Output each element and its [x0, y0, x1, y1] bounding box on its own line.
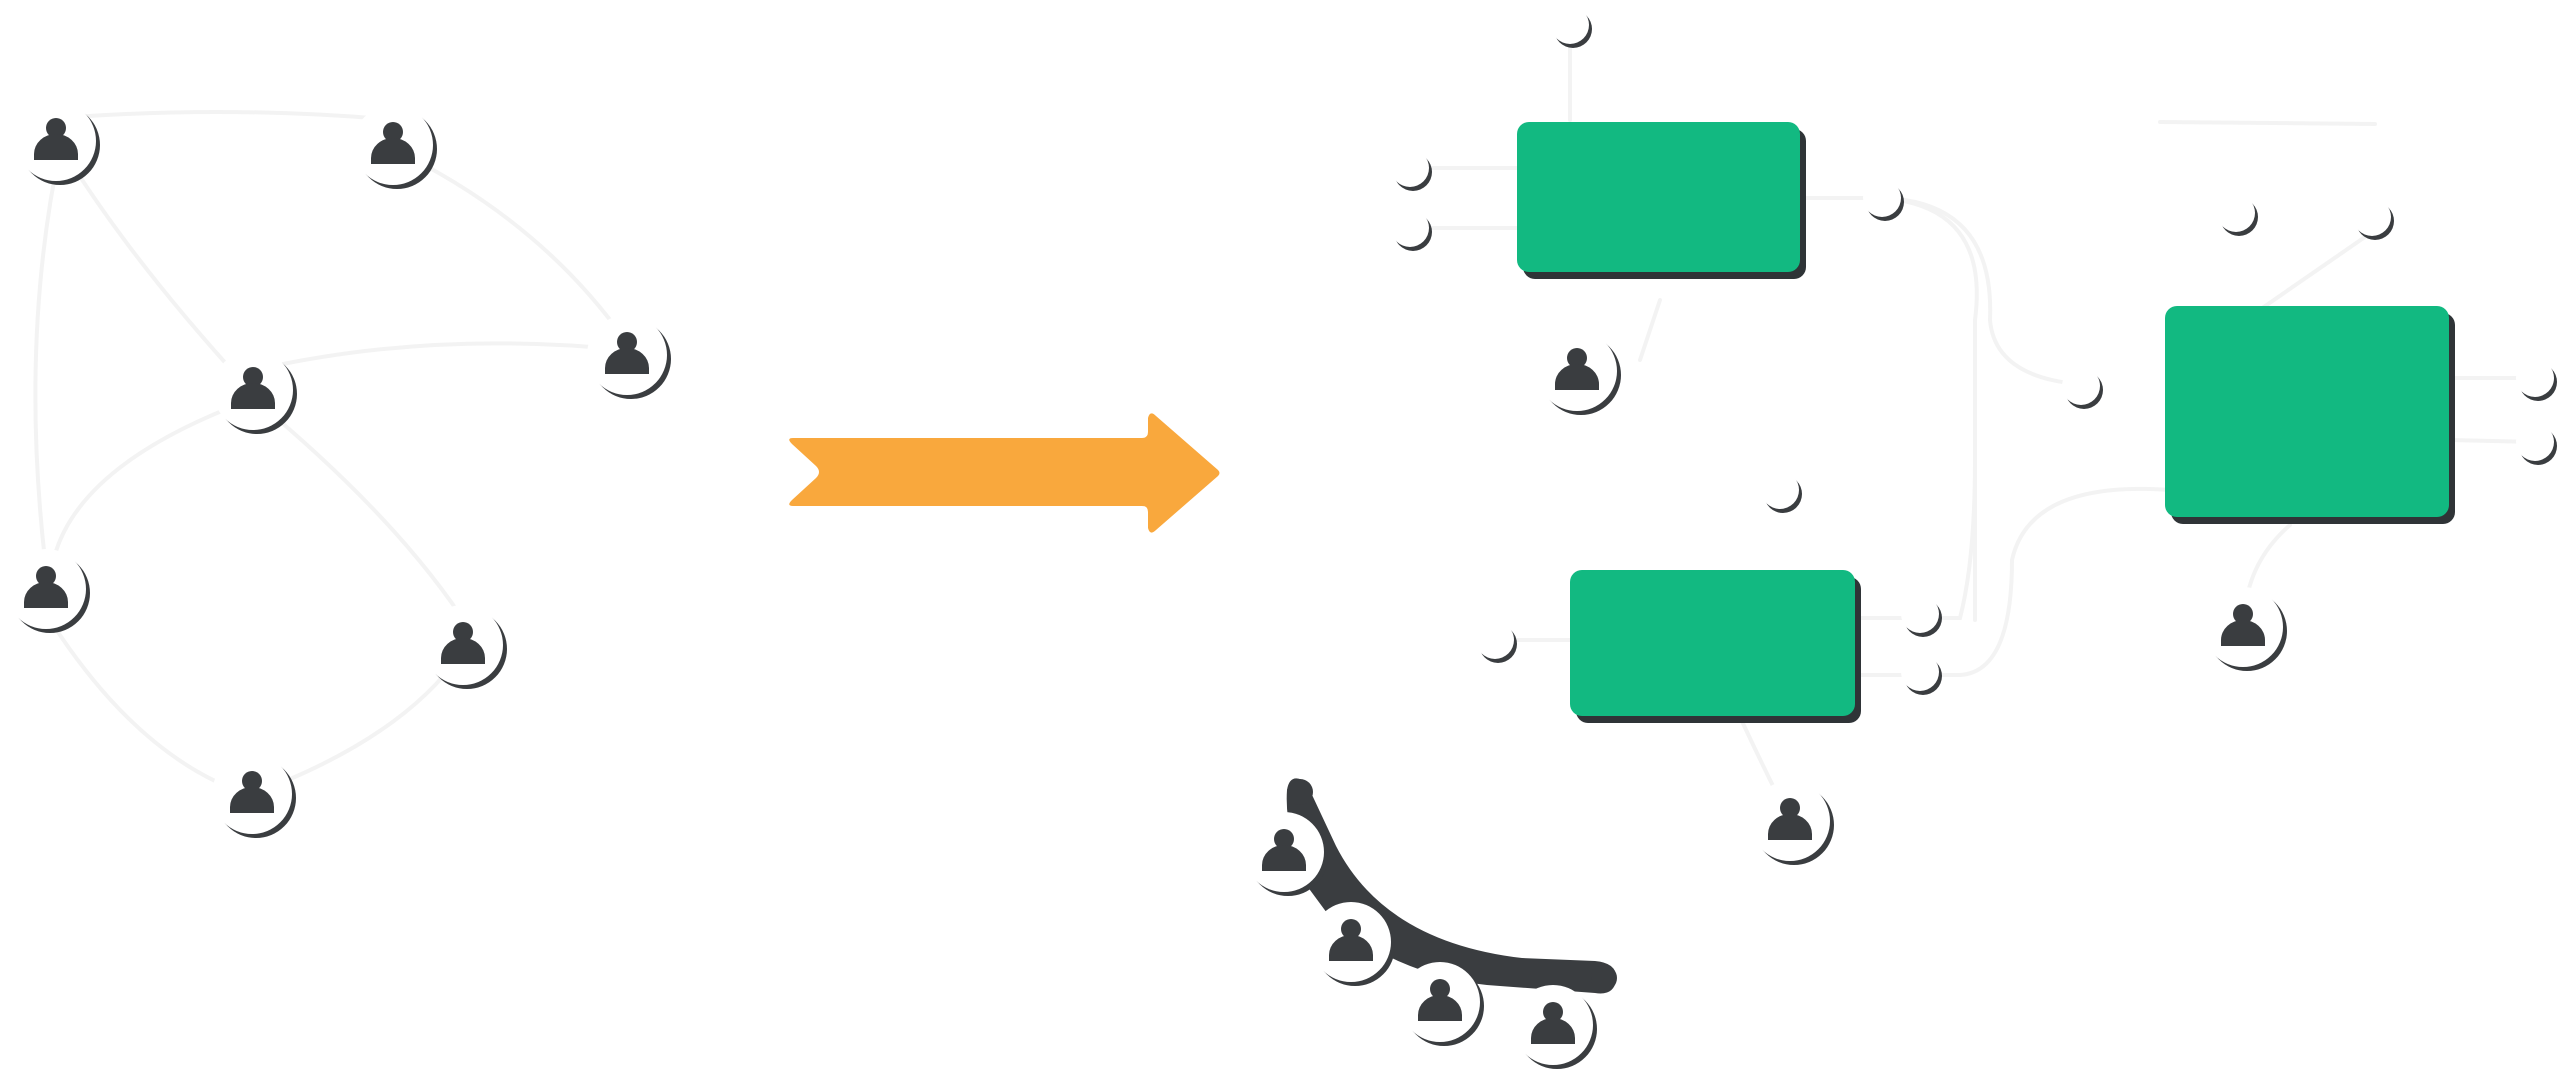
person-node [1311, 902, 1395, 986]
connector-dot [2353, 198, 2394, 240]
person-icon [1329, 919, 1373, 961]
person-icon [371, 122, 415, 164]
connection-line [253, 341, 627, 372]
person-icon [1418, 979, 1462, 1021]
connector-dot [1476, 621, 1517, 663]
person-icon [1262, 829, 1306, 871]
person-icon [1555, 348, 1599, 390]
connector-dot [1391, 209, 1432, 251]
person-node [1400, 962, 1484, 1046]
connection-line [253, 398, 472, 632]
cluster-box-bottom [1570, 570, 1861, 723]
connection-line [48, 618, 252, 797]
connection-line [1798, 196, 2092, 387]
person-icon [441, 622, 485, 664]
person-node [1244, 812, 1328, 896]
person-icon [24, 566, 68, 608]
person-node [423, 605, 507, 689]
connector-dot [1901, 595, 1942, 637]
person-icon [1768, 798, 1812, 840]
connection-line [33, 148, 62, 562]
person-node [1750, 781, 1834, 865]
person-node [1537, 331, 1621, 415]
connector-dot [2062, 367, 2103, 409]
tree-branch-end [1287, 779, 1313, 805]
connection-line [1853, 486, 2172, 677]
cluster-box-body [1570, 570, 1855, 716]
person-node [353, 105, 437, 189]
connection-line [48, 398, 252, 582]
tree-branch-end [1591, 965, 1617, 991]
person-node [2203, 587, 2287, 671]
connector-dot [2516, 359, 2557, 401]
connector-dot [1901, 653, 1942, 695]
person-icon [230, 771, 274, 813]
connection-line [1798, 196, 1979, 622]
connector-dot-layer [1391, 6, 2557, 695]
connection-line [58, 109, 397, 122]
person-node-layer [6, 101, 2287, 1069]
connection-line [2158, 120, 2377, 126]
person-node [213, 350, 297, 434]
connection-line [58, 143, 252, 392]
cluster-layer [1517, 122, 2455, 723]
cluster-box-body [1517, 122, 1800, 272]
right-arrow-icon [789, 413, 1220, 533]
connection-line [1853, 458, 1977, 620]
connector-dot [2217, 194, 2258, 236]
connector-dot [2516, 423, 2557, 465]
person-icon [231, 367, 275, 409]
connection-line [1638, 298, 1662, 362]
person-node [1513, 985, 1597, 1069]
arrow-layer [789, 413, 1220, 533]
cluster-box-top [1517, 122, 1806, 279]
connector-dot [1863, 179, 1904, 221]
cluster-box-right [2165, 306, 2455, 524]
person-icon [34, 118, 78, 160]
person-node [16, 101, 100, 185]
cluster-box-body [2165, 306, 2449, 517]
connection-line [393, 148, 627, 342]
person-node [212, 754, 296, 838]
connector-dot [1391, 149, 1432, 191]
person-icon [2221, 604, 2265, 646]
person-icon [1531, 1002, 1575, 1044]
connector-dot [1761, 471, 1802, 513]
connection-line [2243, 228, 2377, 322]
person-node [587, 315, 671, 399]
person-node [6, 549, 90, 633]
person-icon [605, 332, 649, 374]
connector-dot [1551, 6, 1592, 48]
